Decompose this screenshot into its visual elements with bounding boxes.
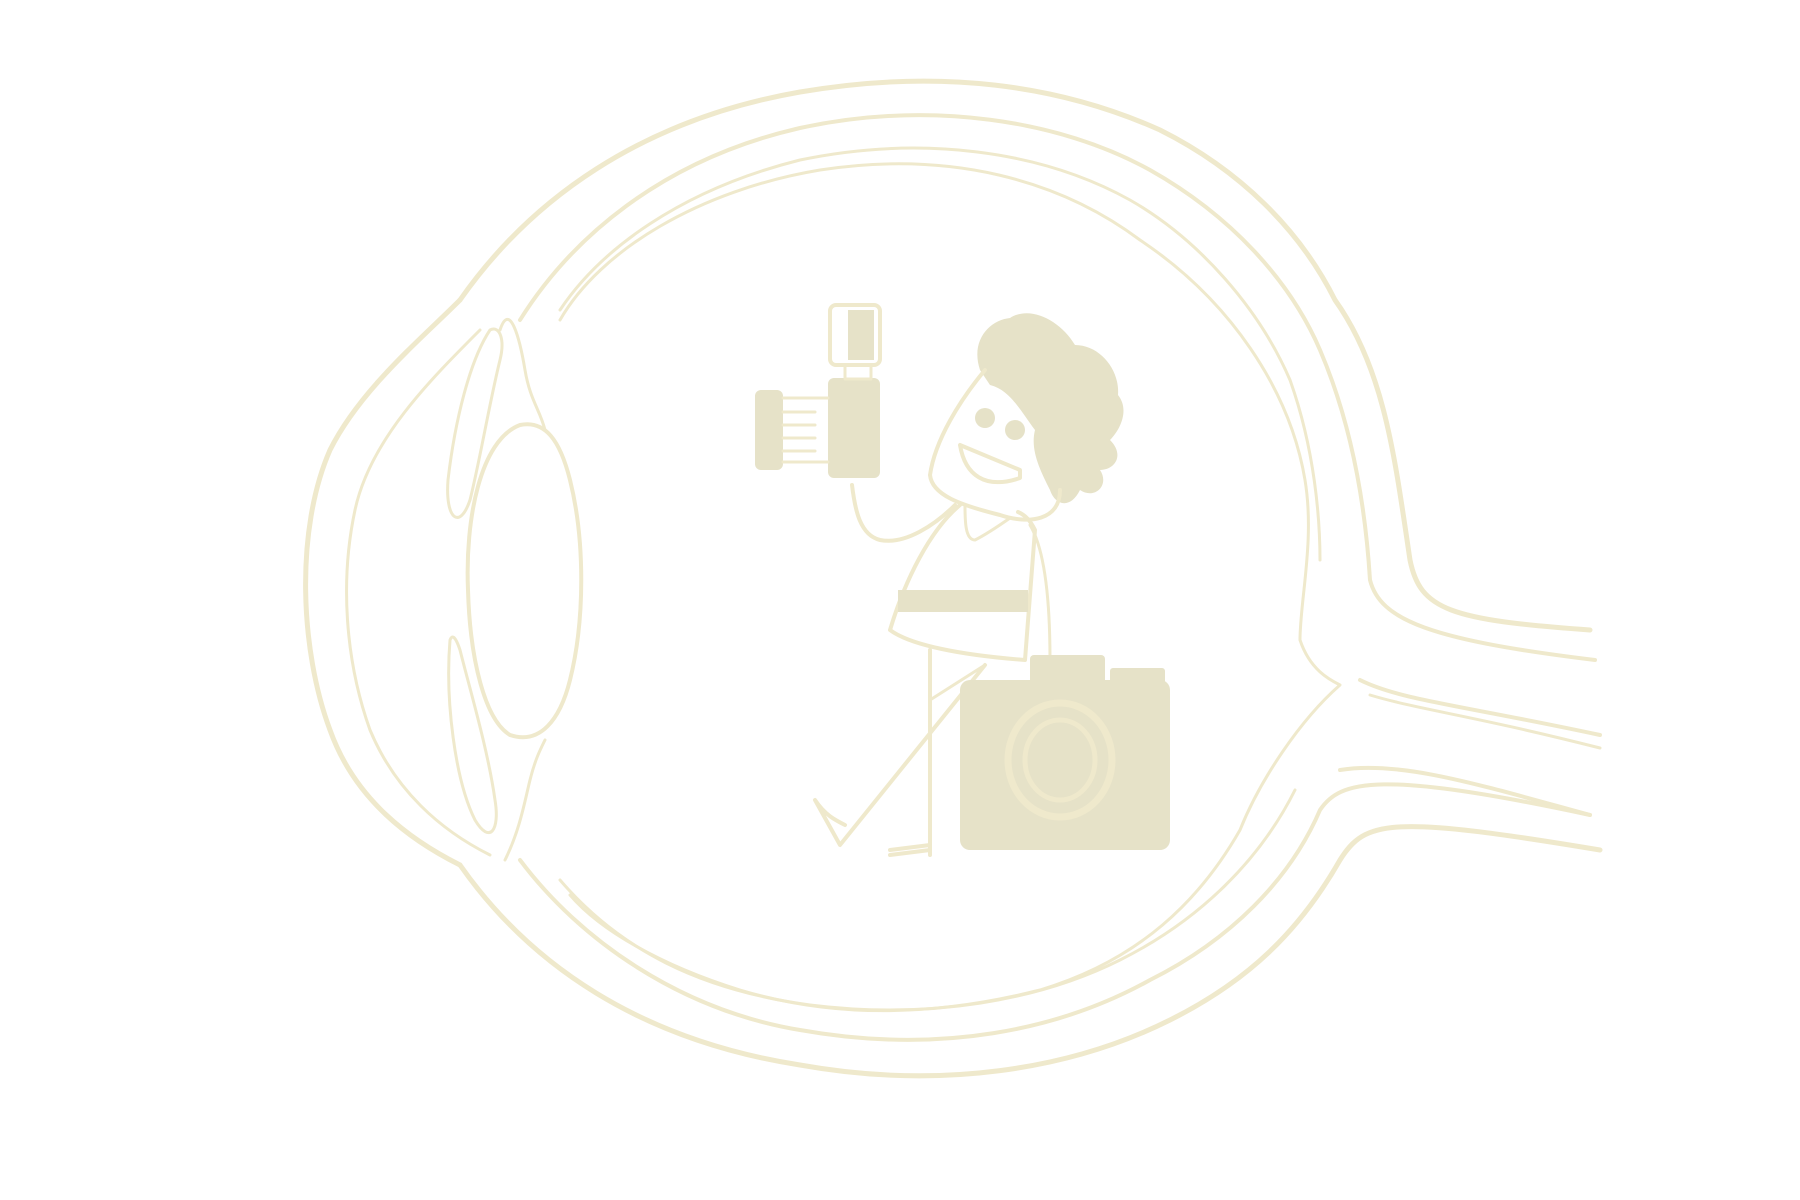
video-camera-lens [755,390,783,470]
eye-right-icon [1005,420,1025,440]
photographer-figure-icon [813,313,1124,857]
eye-icon [303,78,1603,1079]
video-camera-viewfinder-inner [848,310,874,360]
camera-lens-inner [1033,729,1087,791]
ciliary-body-lower [503,738,547,862]
shirt-stripe [898,590,1028,612]
iris-lower [447,635,498,835]
cornea-inner-outline [345,328,492,857]
choroid-layer-lower [518,782,1592,1042]
iris-upper [446,327,504,519]
lens-outline [465,422,584,740]
retina-layer-lower [558,788,1297,1012]
cornea-outline [303,297,463,868]
body-back-outline [1028,523,1052,662]
camera-icon [960,655,1170,850]
leg-right [813,663,987,847]
foot-left [888,843,932,857]
camera-lens-outer [1004,699,1116,821]
ciliary-body-upper [498,317,547,432]
leg-left [888,648,932,857]
camera-lens-middle [1022,717,1098,803]
hair-icon [977,313,1124,504]
vitreous-boundary [558,162,1342,1013]
choroid-layer-upper [518,113,1597,662]
smile-icon [958,443,1022,485]
collar-outline [963,503,1012,542]
video-camera-mount [843,363,873,381]
optic-nerve-lower [1338,765,1592,817]
body-outline [888,503,1037,662]
retina-layer-upper [558,146,1322,562]
strap-line [928,663,987,702]
sclera-outer-outline [457,78,1593,633]
camera-button [1110,668,1165,684]
camera-top [1030,655,1105,685]
video-camera-body [828,378,880,478]
arm-outline [850,483,957,543]
sclera-outer-lower [457,824,1603,1079]
face-outline [928,368,1062,522]
optic-nerve-upper [1358,678,1602,737]
eye-left-icon [975,408,995,428]
video-camera-icon [755,303,882,478]
video-camera-lens-ribs [781,396,830,464]
optic-nerve-middle [1368,693,1602,750]
